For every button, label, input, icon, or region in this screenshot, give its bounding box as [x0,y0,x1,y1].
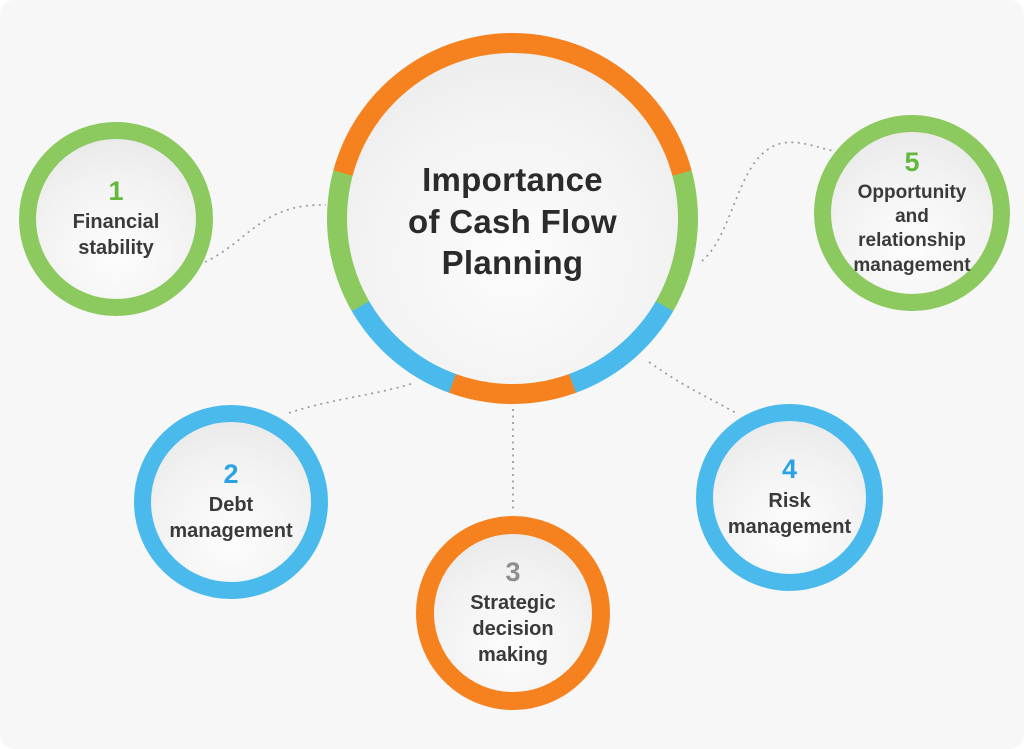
node-risk-management: 4 Risk management [696,404,883,591]
node-label: Debt management [169,492,292,544]
node-number: 5 [904,147,920,178]
node-label-line: management [169,520,293,543]
node-debt-management: 2 Debt management [134,405,328,599]
connector-node2-to-center [288,382,415,414]
node-label: Strategic decision making [470,590,556,668]
node-label-line: management [727,515,852,538]
connector-node1-to-center [204,204,327,263]
node-label-line: management [853,254,971,276]
node-label-line: Risk [768,489,811,512]
node-label-line: and [895,206,929,228]
node-label-line: Strategic [470,592,556,615]
node-number: 4 [781,454,798,485]
node-number: 3 [505,556,521,587]
central-node-ring: Importance of Cash Flow Planning [327,33,698,404]
node-financial-stability: 1 Financial stability [19,122,213,316]
node-label: Opportunity and relationship management [853,181,970,278]
central-node: Importance of Cash Flow Planning [347,53,678,384]
page-title: Importance of Cash Flow Planning [408,159,617,284]
node-label: Risk management [728,488,851,540]
node-strategic-decision-making: 3 Strategic decision making [416,516,610,710]
node-label-line: Opportunity [857,181,967,203]
node-label: Financial stability [73,209,160,261]
node-label-line: Financial [72,211,160,234]
page-title-line: Planning [441,244,584,282]
node-opportunity-relationship-management: 5 Opportunity and relationship managemen… [814,115,1010,311]
page-title-line: of Cash Flow [408,202,617,240]
node-number: 1 [108,175,124,206]
page-title-line: Importance [422,161,603,199]
node-label-line: stability [78,237,154,260]
node-number: 2 [223,458,239,489]
connector-node4-to-center [648,361,737,414]
node-label-line: relationship [858,230,966,252]
node-label-line: making [477,644,549,667]
node-label-line: decision [472,618,554,641]
node-label-line: Debt [208,494,254,517]
